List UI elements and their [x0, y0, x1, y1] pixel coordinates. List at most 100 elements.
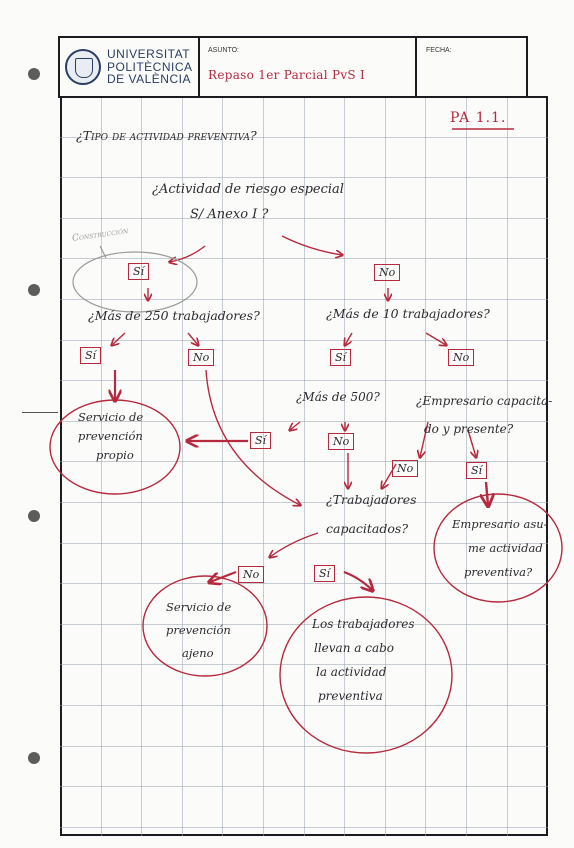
answer-si-box: Sí [314, 565, 336, 582]
outcome-line: preventiva? [464, 565, 533, 579]
margin-line [22, 412, 58, 413]
grid-line [60, 502, 548, 503]
grid-line [385, 96, 386, 836]
grid-line [60, 421, 548, 422]
question-10: ¿Más de 10 trabajadores? [326, 306, 490, 321]
outcome-line: llevan a cabo [314, 641, 395, 655]
grid-line [60, 746, 548, 747]
university-line: DE VALÈNCIA [107, 72, 191, 86]
binder-hole [28, 752, 40, 764]
graph-grid [60, 96, 548, 836]
grid-line [60, 543, 548, 544]
outcome-line: prevención [166, 623, 231, 637]
outcome-line: Empresario asu- [452, 517, 548, 531]
arrow [345, 332, 353, 345]
outcome-line: Los trabajadores [312, 617, 415, 631]
grid-line [60, 705, 548, 706]
question-empresario: ¿Empresario capacita- [416, 394, 553, 408]
fecha-label: FECHA: [426, 47, 452, 54]
grid-line [507, 96, 508, 836]
grid-line [60, 624, 548, 625]
grid-line [60, 664, 548, 665]
upv-logo-icon [65, 49, 101, 85]
arrow [420, 421, 429, 457]
university-line: POLITÈCNICA [107, 59, 193, 74]
outcome-circle [279, 596, 453, 754]
outcome-servicio-propio: Servicio de prevención propio [78, 408, 143, 465]
question-500: ¿Más de 500? [296, 390, 380, 404]
grid-line [425, 96, 426, 836]
question-trabajadores: ¿Trabajadores [326, 492, 417, 507]
answer-no-box: No [392, 460, 419, 477]
grid-line [60, 177, 548, 178]
arrow [112, 332, 126, 345]
university-line: UNIVERSITAT [107, 47, 191, 61]
outcome-line: prevención [78, 429, 143, 443]
grid-line [60, 218, 548, 219]
question-capacitados: capacitados? [326, 521, 409, 536]
asunto-label: ASUNTO: [208, 47, 239, 54]
grid-line [182, 96, 183, 836]
arrow [170, 245, 206, 262]
arrow [486, 481, 488, 505]
page-header: UNIVERSITAT POLITÈCNICA DE VALÈNCIA ASUN… [58, 36, 528, 98]
question-250: ¿Más de 250 trabajadores? [88, 308, 260, 323]
outcome-line: me actividad [468, 541, 543, 555]
answer-si-box: Sí [128, 263, 150, 280]
outcome-line: ajeno [182, 646, 214, 660]
outcome-line: la actividad [316, 665, 387, 679]
page-title: ¿Tipo de actividad preventiva? [76, 128, 257, 143]
outcome-line: preventiva [318, 689, 383, 703]
grid-line [101, 96, 102, 836]
arrow [99, 245, 107, 259]
binder-hole [28, 510, 40, 522]
grid-line [222, 96, 223, 836]
arrow [343, 570, 372, 590]
answer-si-box: Sí [80, 347, 102, 364]
arrow [270, 532, 319, 557]
grid-line [60, 258, 548, 259]
grid-line [60, 827, 548, 828]
grid-line [60, 461, 548, 462]
grid-line [263, 96, 264, 836]
outcome-circle [433, 493, 563, 603]
outcome-line: propio [96, 448, 134, 462]
question-riesgo: ¿Actividad de riesgo especial [152, 182, 344, 197]
asunto-value: Repaso 1er Parcial PvS I [208, 68, 366, 82]
header-divider [198, 38, 200, 96]
arrow [467, 429, 476, 457]
arrow [187, 332, 198, 345]
grid-line [344, 96, 345, 836]
grid-line [60, 786, 548, 787]
arrow [290, 421, 301, 430]
page-code: PA 1.1. [450, 110, 507, 126]
arrow [210, 570, 237, 582]
binder-hole [28, 284, 40, 296]
grid-line [60, 340, 548, 341]
construccion-circle [72, 251, 198, 313]
outcome-line: Servicio de [78, 410, 144, 424]
answer-si-box: Sí [330, 349, 352, 366]
answer-no-box: No [188, 349, 215, 366]
answer-no-box: No [328, 433, 355, 450]
outcome-trabajadores: Los trabajadores llevan a cabo la activi… [312, 612, 415, 708]
question-empresario-presente: do y presente? [424, 422, 514, 436]
arrow [281, 235, 342, 255]
answer-si-box: Sí [250, 432, 272, 449]
answer-no-box: No [448, 349, 475, 366]
question-riesgo-anexo: S/ Anexo I ? [190, 207, 269, 222]
outcome-circle [49, 399, 181, 495]
outcome-servicio-ajeno: Servicio de prevención ajeno [166, 596, 231, 665]
arrow [425, 332, 446, 345]
header-divider [415, 38, 417, 96]
answer-no-box: No [238, 566, 265, 583]
answer-si-box: Sí [466, 462, 488, 479]
grid-line [60, 583, 548, 584]
arrow [205, 369, 300, 505]
arrow [382, 463, 397, 488]
grid-line [60, 380, 548, 381]
grid-line [60, 137, 548, 138]
grid-line [141, 96, 142, 836]
outcome-circle [142, 575, 268, 677]
